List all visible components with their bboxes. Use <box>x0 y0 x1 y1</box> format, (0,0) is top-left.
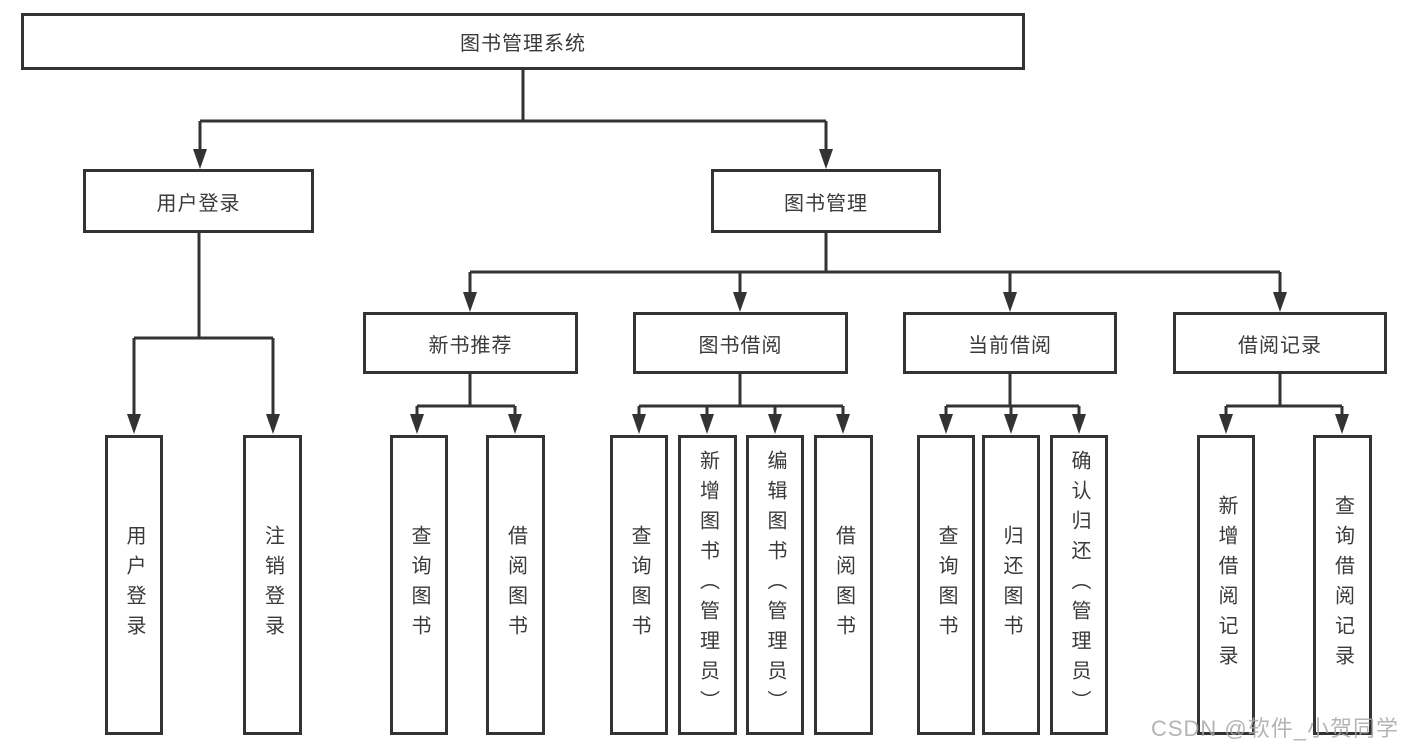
node-leaf-query-borrow-record: 查询借阅记录 <box>1313 435 1372 735</box>
node-leaf-add-borrow-record: 新增借阅记录 <box>1197 435 1255 735</box>
node-leaf-query-book-rec-label: 查询图书 <box>408 525 430 645</box>
node-leaf-query-borrow-record-label: 查询借阅记录 <box>1331 495 1354 675</box>
node-leaf-borrow-book-rec-label: 借阅图书 <box>504 525 527 645</box>
node-leaf-add-book: 新增图书（管理员） <box>678 435 737 735</box>
node-leaf-edit-book-label: 编辑图书（管理员） <box>764 450 786 720</box>
node-leaf-query-book-borrow-label: 查询图书 <box>628 525 650 645</box>
node-leaf-add-book-label: 新增图书（管理员） <box>696 450 719 720</box>
node-borrow-record-label: 借阅记录 <box>1238 334 1322 357</box>
node-book-mgmt-label: 图书管理 <box>784 192 868 215</box>
node-leaf-add-borrow-record-label: 新增借阅记录 <box>1215 495 1237 675</box>
node-book-borrow-label: 图书借阅 <box>698 334 783 357</box>
node-book-mgmt: 图书管理 <box>711 169 941 233</box>
node-book-borrow: 图书借阅 <box>633 312 848 374</box>
node-leaf-logout: 注销登录 <box>243 435 302 735</box>
csdn-watermark: CSDN @软件_小贺同学 <box>1150 716 1399 741</box>
node-leaf-return-book-label: 归还图书 <box>1000 525 1022 645</box>
node-borrow-record: 借阅记录 <box>1173 312 1387 374</box>
node-user-login-label: 用户登录 <box>156 192 241 215</box>
node-current-borrow-label: 当前借阅 <box>968 334 1052 357</box>
node-leaf-logout-label: 注销登录 <box>261 525 284 645</box>
node-user-login: 用户登录 <box>83 169 314 233</box>
node-leaf-borrow-book-label: 借阅图书 <box>832 525 855 645</box>
node-current-borrow: 当前借阅 <box>903 312 1117 374</box>
node-root-label: 图书管理系统 <box>460 33 586 55</box>
node-leaf-return-book: 归还图书 <box>982 435 1040 735</box>
node-leaf-confirm-return-label: 确认归还（管理员） <box>1068 450 1090 720</box>
node-leaf-borrow-book-rec: 借阅图书 <box>486 435 545 735</box>
node-root: 图书管理系统 <box>21 13 1025 70</box>
node-leaf-query-book-borrow: 查询图书 <box>610 435 668 735</box>
node-leaf-query-book-rec: 查询图书 <box>390 435 448 735</box>
node-leaf-query-book-current: 查询图书 <box>917 435 975 735</box>
node-leaf-borrow-book: 借阅图书 <box>814 435 873 735</box>
node-leaf-user-login: 用户登录 <box>105 435 163 735</box>
node-new-book-rec-label: 新书推荐 <box>428 334 513 357</box>
node-leaf-user-login-label: 用户登录 <box>123 525 145 645</box>
node-leaf-query-book-current-label: 查询图书 <box>935 525 957 645</box>
node-new-book-rec: 新书推荐 <box>363 312 578 374</box>
node-leaf-confirm-return: 确认归还（管理员） <box>1050 435 1108 735</box>
arrowheads <box>127 149 1349 434</box>
node-leaf-edit-book: 编辑图书（管理员） <box>746 435 804 735</box>
